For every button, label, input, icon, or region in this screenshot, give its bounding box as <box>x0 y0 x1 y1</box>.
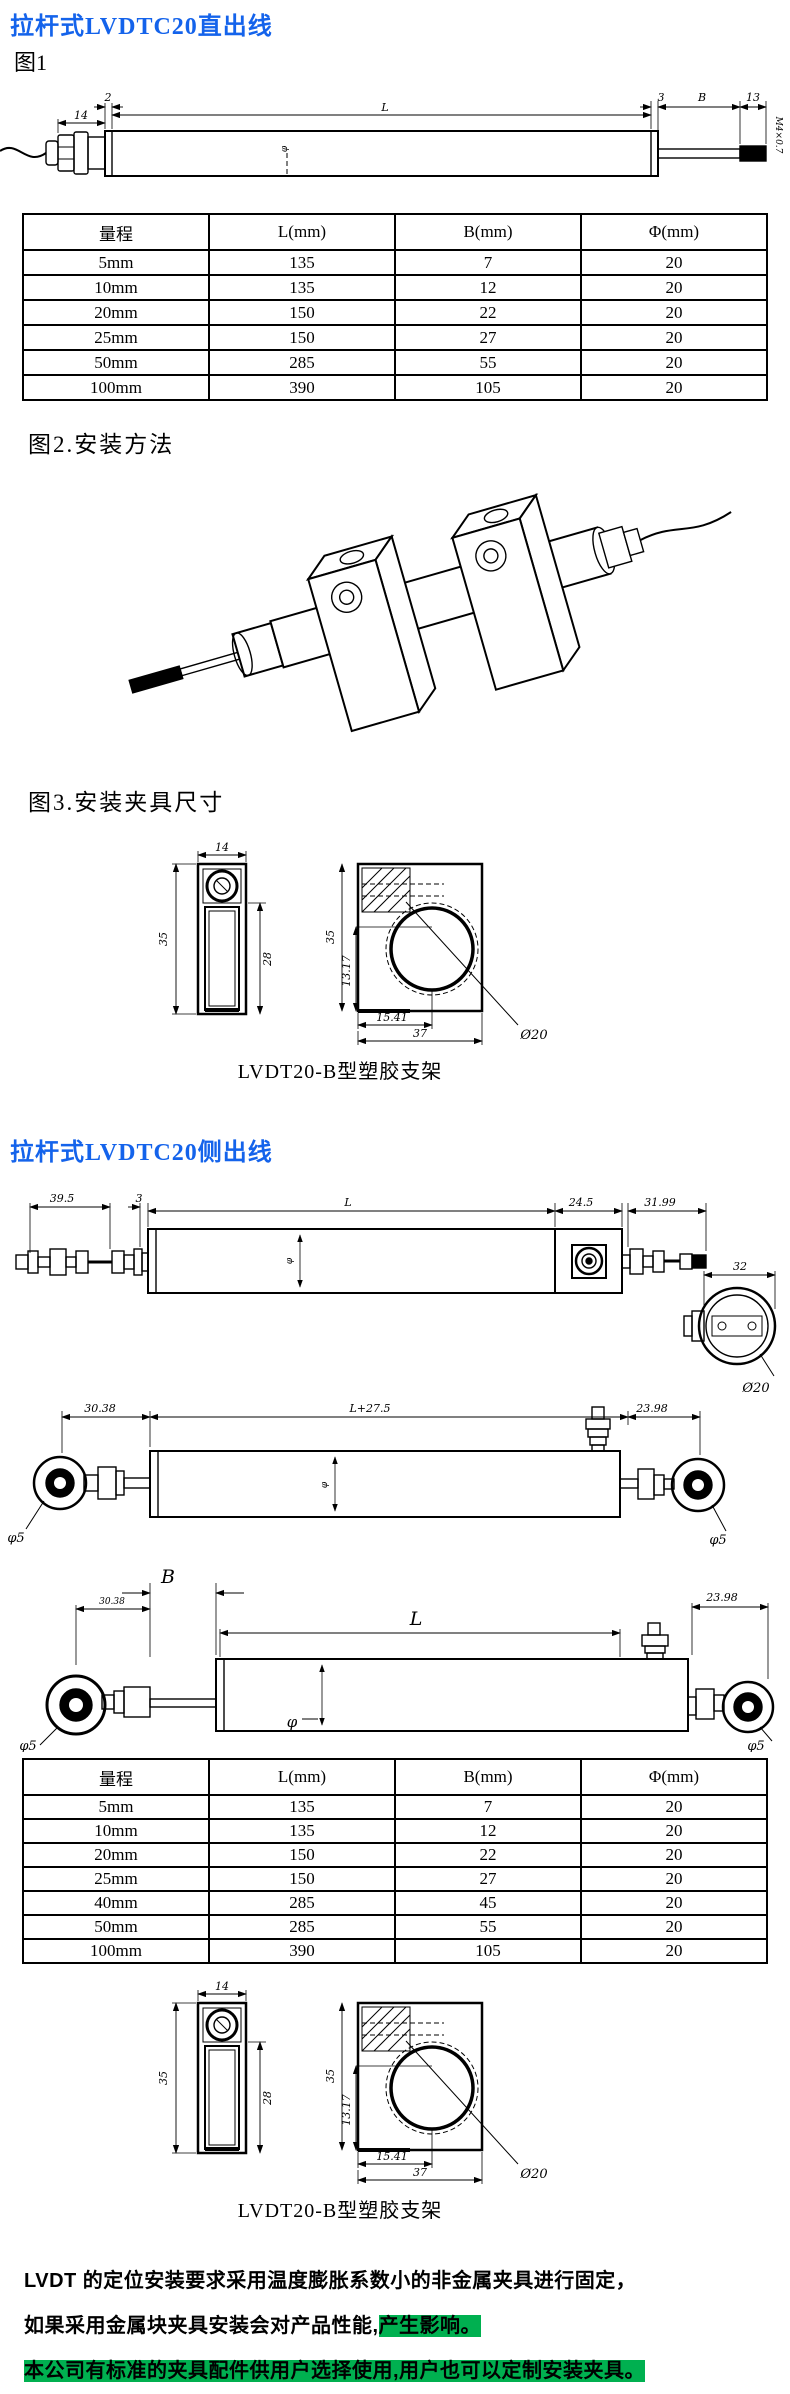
dim-bore: Ø20 <box>741 1381 769 1396</box>
dim-13-17: 13.17 <box>340 2094 353 2126</box>
rod <box>657 148 741 159</box>
phi-mark: φ <box>280 145 290 152</box>
col-header: L(mm) <box>208 213 396 251</box>
clamp-caption-2: LVDT20-B型塑胶支架 <box>237 2200 443 2222</box>
section2-title: 拉杆式LVDTC20侧出线 <box>10 1140 273 1166</box>
dim-13: 13 <box>746 91 760 104</box>
clamp-dimension-drawing: 14 35 28 35 13.17 15.41 37 Ø20 <box>157 841 548 1045</box>
fig3-heading: 图3.安装夹具尺寸 <box>28 790 225 815</box>
dim-23-98: 23.98 <box>705 1591 738 1604</box>
phi-mark: φ <box>287 1713 298 1731</box>
dim-B: B <box>160 1566 175 1588</box>
dim-bore: Ø20 <box>519 2167 547 2182</box>
thread-label: M4×0.7 <box>773 116 783 154</box>
dim-28: 28 <box>261 952 274 967</box>
clamp-figure-2: 14 35 28 35 13.17 15.41 37 Ø20 LVDT20-B型… <box>110 1978 590 2223</box>
dim-13-17: 13.17 <box>340 955 353 987</box>
section1-title: 拉杆式LVDTC20直出线 <box>10 14 273 40</box>
dim-phi5-left: φ5 <box>19 1739 36 1752</box>
highlighted-text: 本公司有标准的夹具配件供用户选择使用,用户也可以定制安装夹具。 <box>24 2360 646 2382</box>
dim-24-5: 24.5 <box>568 1196 594 1209</box>
col-header: Φ(mm) <box>580 213 768 251</box>
dim-phi5-right: φ5 <box>709 1533 726 1547</box>
cable <box>0 147 47 159</box>
dim-15-41: 15.41 <box>376 2150 408 2163</box>
dim-bore: Ø20 <box>519 1028 547 1043</box>
fig2-heading: 图2.安装方法 <box>28 432 175 457</box>
clamp-figure-1: 14 35 28 35 13.17 15.41 37 Ø20 LVDT20-B型… <box>110 839 590 1084</box>
dim-L: L <box>380 101 388 114</box>
side-outlet-drawing-b: 30.38 L+27.5 23.98 φ φ5 φ5 <box>7 1402 726 1547</box>
fig1-label: 图1 <box>14 50 48 75</box>
dim-23-98: 23.98 <box>635 1402 668 1415</box>
note-line-1: LVDT 的定位安装要求采用温度膨胀系数小的非金属夹具进行固定， <box>24 2270 637 2292</box>
col-header: Φ(mm) <box>580 1758 768 1796</box>
dim-15-41: 15.41 <box>376 1011 408 1024</box>
dim-14: 14 <box>215 841 229 854</box>
side-outlet-drawing-a: φ 39.5 3 L 24.5 31.99 32 Ø20 <box>15 1192 777 1396</box>
dim-35: 35 <box>157 932 170 946</box>
dim-L-27-5: L+27.5 <box>348 1402 390 1415</box>
dim-35: 35 <box>324 2069 337 2083</box>
clamp-dimension-drawing: 14 35 28 35 13.17 15.41 37 Ø20 <box>157 1980 548 2184</box>
highlighted-text: 产生影响。 <box>378 2315 482 2337</box>
dim-L: L <box>409 1608 423 1630</box>
dim-30-38: 30.38 <box>84 1402 116 1415</box>
dim-2: 2 <box>104 91 112 104</box>
dim-phi5-right: φ5 <box>747 1739 764 1752</box>
clamp-caption-1: LVDT20-B型塑胶支架 <box>237 1061 443 1083</box>
dim-phi5-left: φ5 <box>7 1531 24 1546</box>
phi-mark: φ <box>285 1257 295 1264</box>
note-line-2: 如果采用金属块夹具安装会对产品性能,产生影响。 <box>24 2315 482 2337</box>
thread-tip <box>739 145 767 162</box>
dim-35: 35 <box>157 2071 170 2085</box>
dim-14: 14 <box>74 109 88 122</box>
dim-35: 35 <box>324 930 337 944</box>
dim-31-99: 31.99 <box>644 1196 676 1209</box>
table-header-row: 量程 L(mm) B(mm) Φ(mm) <box>22 213 768 251</box>
dim-37: 37 <box>413 1027 427 1040</box>
note-line-3: 本公司有标准的夹具配件供用户选择使用,用户也可以定制安装夹具。 <box>24 2349 766 2394</box>
dim-L: L <box>343 1196 351 1209</box>
table-header-row: 量程 L(mm) B(mm) Φ(mm) <box>22 1758 768 1796</box>
col-header: B(mm) <box>394 213 582 251</box>
dim-3: 3 <box>658 91 665 104</box>
dim-28: 28 <box>261 2091 274 2106</box>
dim-14: 14 <box>215 1980 229 1993</box>
col-header: L(mm) <box>208 1758 396 1796</box>
col-header: 量程 <box>22 1758 210 1796</box>
dim-32: 32 <box>733 1260 747 1273</box>
side-outlet-drawing-c: B 30.38 L 23.98 φ φ5 φ5 <box>19 1566 775 1752</box>
figure1-sensor-drawing: φ M4×0.7 2 14 L 3 B 13 <box>0 91 783 177</box>
dim-37: 37 <box>413 2166 427 2179</box>
installation-note: LVDT 的定位安装要求采用温度膨胀系数小的非金属夹具进行固定， 如果采用金属块… <box>24 2259 766 2394</box>
dim-39-5: 39.5 <box>50 1192 75 1205</box>
sensor-body <box>104 130 659 177</box>
dim-30-38: 30.38 <box>99 1597 125 1607</box>
dim-B: B <box>697 91 706 104</box>
phi-mark: φ <box>320 1481 330 1488</box>
col-header: 量程 <box>22 213 210 251</box>
dim-3: 3 <box>136 1192 143 1205</box>
figure2-mounting-drawing <box>128 492 732 733</box>
col-header: B(mm) <box>394 1758 582 1796</box>
